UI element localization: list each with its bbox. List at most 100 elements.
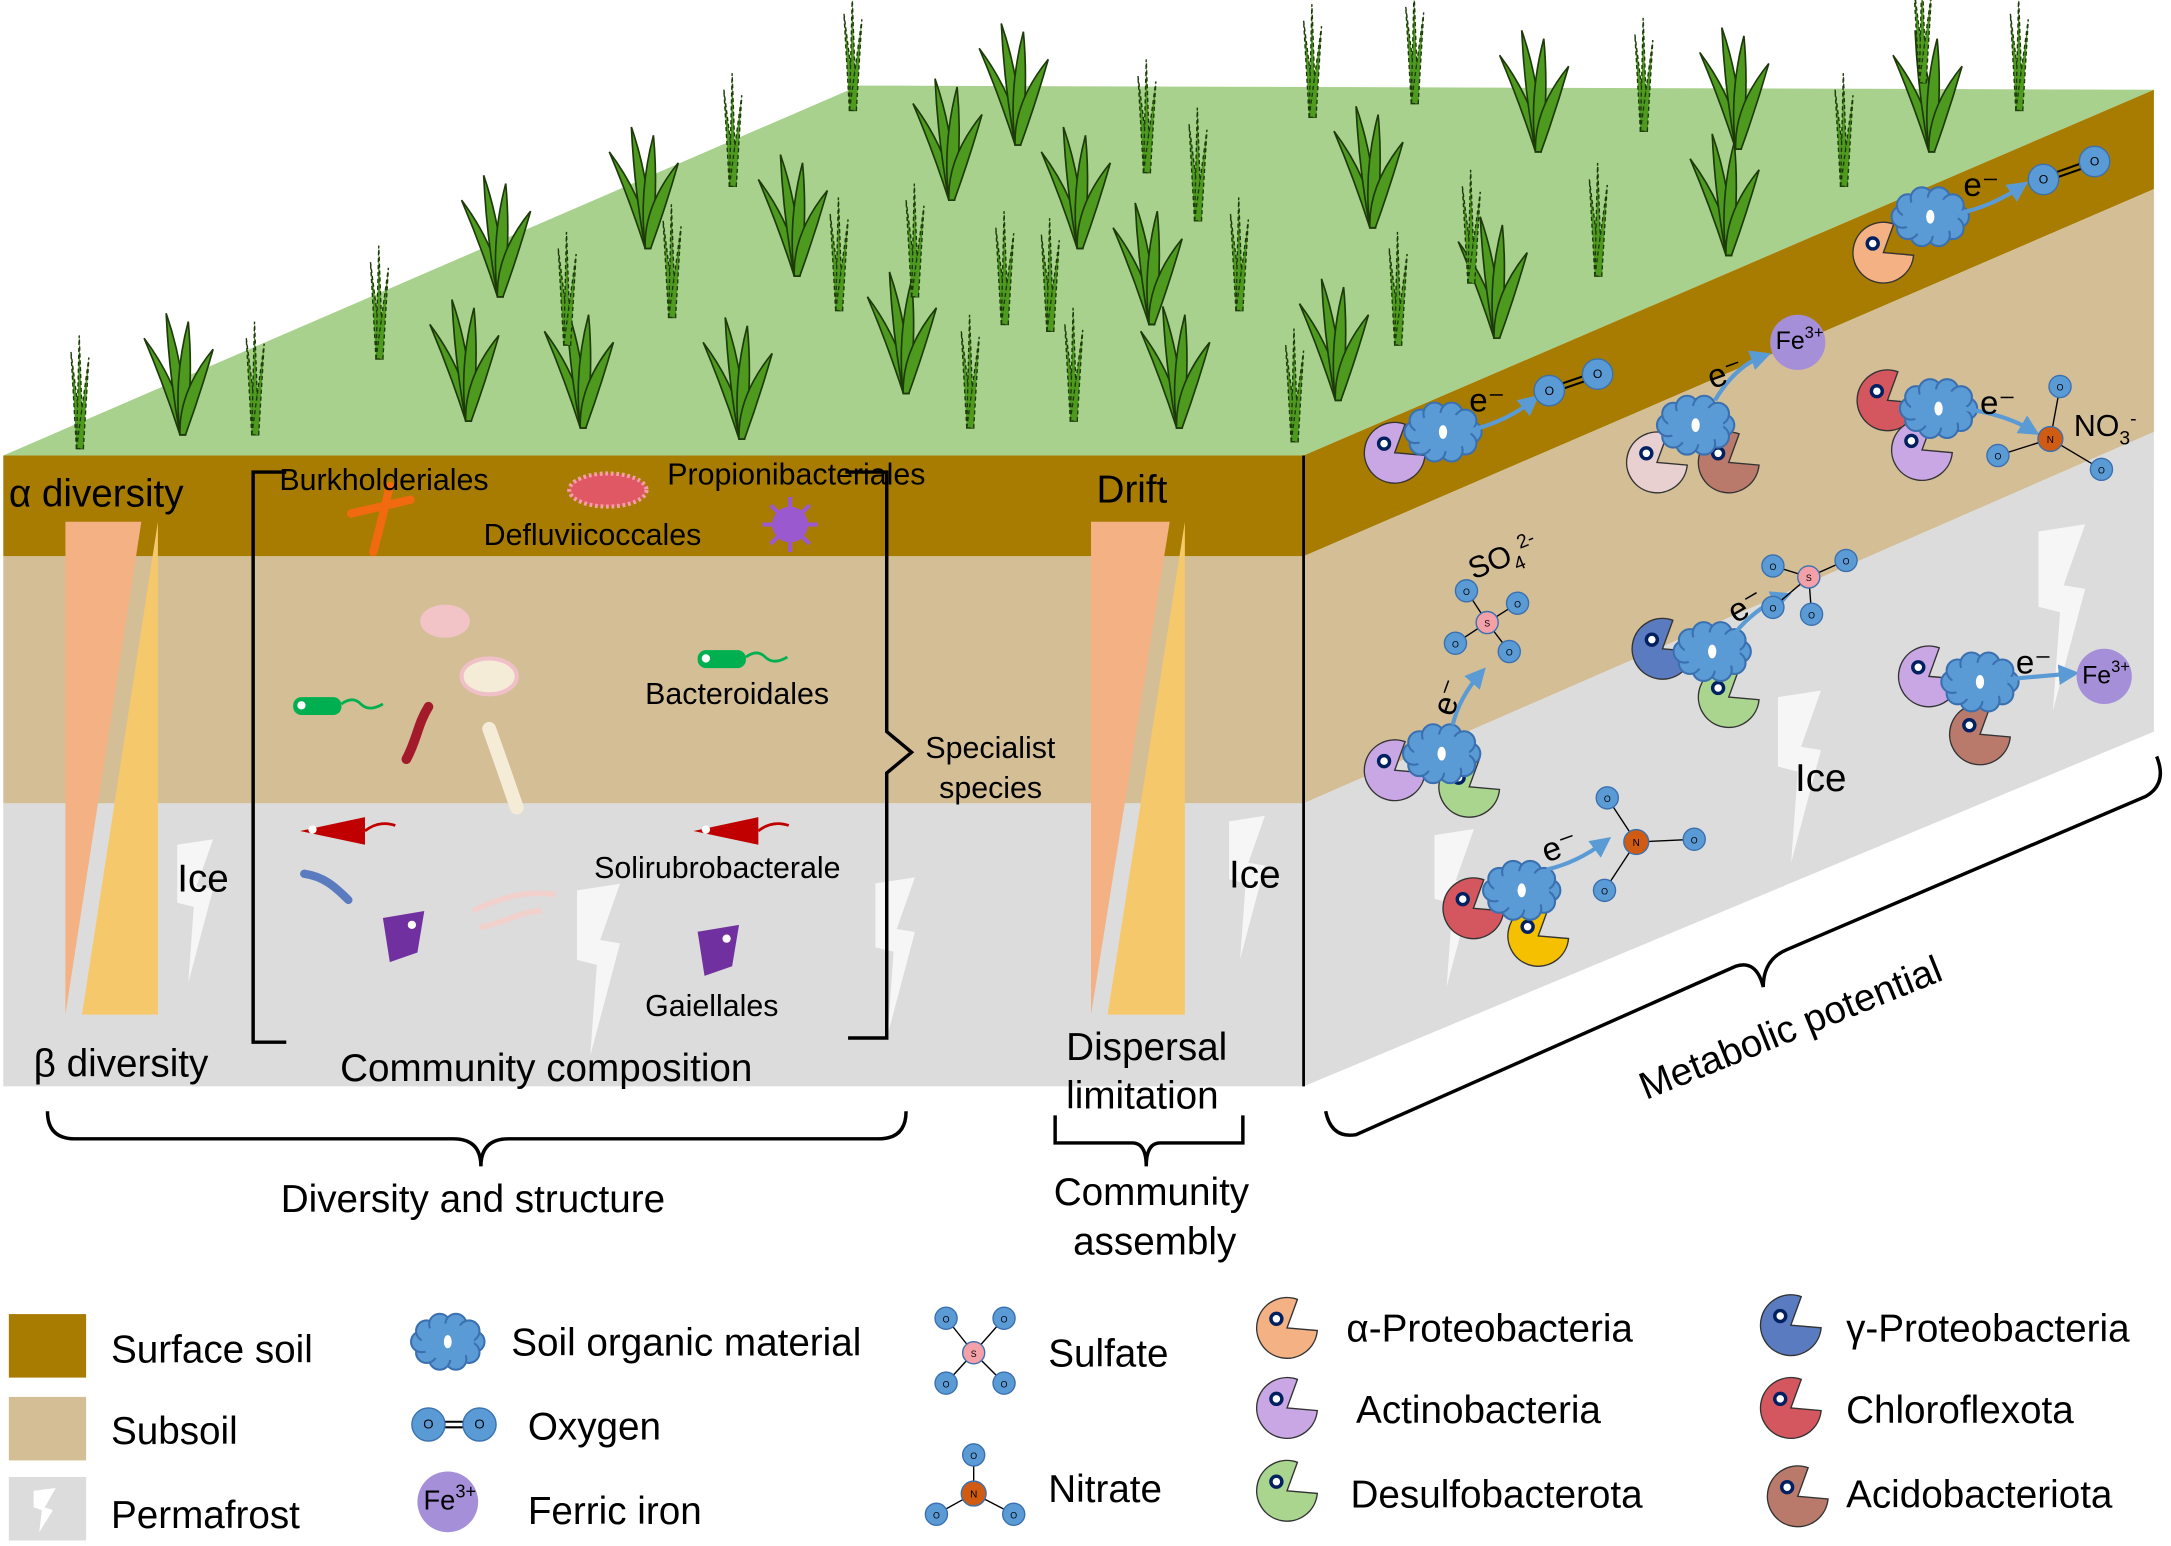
front-labels: α diversity Burkholderiales Propionibact… [9,459,1847,1118]
oxygen-atom [2089,457,2114,482]
ice-lightning-icon [1229,815,1265,960]
atom-label: O [2057,383,2064,393]
thin-grass-plant [1405,0,1425,105]
broad-grass-plant [1333,106,1404,229]
alpha-diversity-wedge [65,521,142,1015]
metabolic-potential-brace [1323,755,2163,1137]
community-label: Community [1054,1171,1250,1214]
grass-leaf [1928,65,1963,153]
ice-label-left: Ice [177,858,229,901]
grass-plants [70,0,2029,450]
broad-grass-plant [1040,126,1112,250]
broad-grass-plant [1698,27,1770,150]
thin-grass-plant [723,73,743,188]
atom-label: O [2090,155,2099,169]
grass-leaf [1148,238,1183,326]
solirubrobacterale-icon-2 [693,817,790,845]
pacman-eye [1773,1308,1788,1324]
thin-grass-plant [995,211,1015,326]
legend-label-organic: Soil organic material [511,1322,861,1365]
pacman-eye [1644,632,1660,647]
thin-grass-plant [905,183,925,298]
broad-grass-plant [1112,202,1183,326]
blob-center [1438,425,1448,439]
grass-blade [1467,191,1481,284]
grass-blade [1594,184,1608,277]
gaiellales-icon-1 [382,911,425,963]
electron-label: e⁻ [2016,645,2052,682]
atom-label: O [970,1451,977,1461]
legend-actinobacteria-icon [1255,1376,1319,1440]
grass-leaf [1014,58,1050,146]
thin-grass-plant [369,245,390,360]
blob-center [1517,883,1526,898]
pacman-eye [1865,236,1880,251]
pacman-body [1363,739,1426,802]
oxygen-atom [1443,631,1468,655]
grass-leaf [948,114,983,201]
bacteroidales-label: Bacteroidales [645,678,829,711]
grass-blade [375,267,390,360]
atom-label: O [933,1510,940,1520]
drift-label: Drift [1097,468,1168,511]
soil-organic-material-icon [1655,394,1736,456]
legend-label-actinobacteria: Actinobacteria [1356,1389,1601,1432]
pacman-body [1759,1376,1822,1440]
bacteroidales-icon-1 [293,697,384,716]
atom-label: O [1769,603,1776,613]
grass-leaf [496,210,532,298]
thin-grass-plant [1834,73,1854,188]
front-permafrost-layer [3,803,1304,1087]
broad-grass-plant [460,175,532,298]
grass-blade [1639,39,1654,132]
legend-label-sulfate: Sulfate [1048,1333,1168,1376]
legend-label-gamma-proteobacteria: γ-Proteobacteria [1846,1308,2130,1351]
alpha-diversity-label: α diversity [9,473,184,516]
front-subsoil-layer [3,556,1304,804]
community-assembly-brace [1053,1115,1245,1167]
atom [1533,374,1566,407]
electron-label: e⁻ [1980,385,2016,422]
ferric-iron-icon: Fe3+ [2076,648,2132,704]
grass-leaf [1734,62,1770,150]
legend-label-alpha-proteobacteria: α-Proteobacteria [1346,1308,1633,1351]
broad-grass-plant [757,154,829,277]
atom-label: O [1452,639,1459,649]
pacman-body [1852,221,1915,284]
electron-transfer-arrow [1956,181,2029,216]
nitrogen-atom [1623,828,1650,856]
soil-organic-material-icon [410,1312,486,1371]
grass-blade [728,95,743,188]
broad-grass-plant [978,23,1050,146]
grass-blade [2015,19,2029,112]
ice-lightning-icon [177,839,214,983]
burkholderiales-icon [347,481,415,557]
oxygen-atom [992,1371,1016,1395]
cyst-icon [459,656,519,697]
grass-leaf [579,341,615,429]
front-microbes [293,471,818,976]
ice-lightning-icon [2038,524,2086,711]
thin-grass-plant [1634,17,1654,132]
nitrogen-atom [2037,425,2064,453]
grass-blade [1000,233,1015,326]
ferric-iron-circle [1770,314,1826,370]
legend-label-chloroflexota: Chloroflexota [1846,1389,2074,1432]
blob-center [1437,746,1446,761]
atom-label: O [1010,1510,1017,1520]
atom-label: O [1601,886,1608,896]
atom [411,1407,446,1442]
atom [2027,163,2060,196]
gaiellales-label: Gaiellales [645,990,778,1023]
broad-grass-plant [1139,306,1211,429]
grass-leaf [1076,162,1112,250]
soil-organic-material-icon [1482,859,1562,921]
metabolic-potential-label: Metabolic potential [1633,948,1948,1109]
pacman-body [1255,1296,1319,1359]
oxygen-atom [961,1443,986,1467]
pacman-eye [1779,1480,1795,1495]
